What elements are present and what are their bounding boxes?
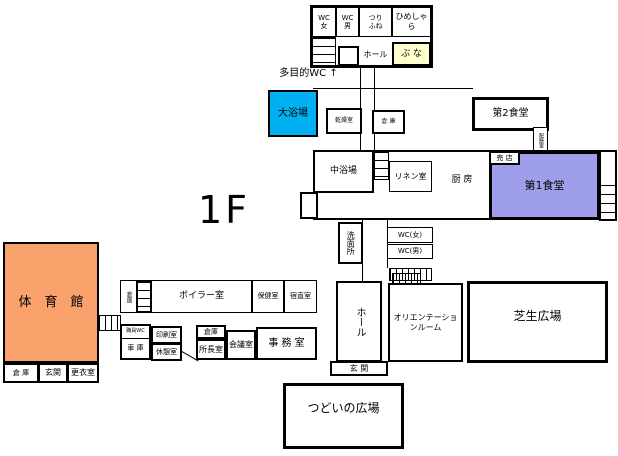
room-chubo: 厨 房 — [451, 174, 473, 185]
stairs-middle — [374, 151, 389, 180]
room-insatsu: 印刷室 — [151, 326, 182, 344]
room-wc-men: WC(男) — [387, 244, 433, 259]
cell-divider — [599, 212, 617, 213]
room-wc-male: WC 男 — [336, 7, 359, 37]
room-soko-corridor: 倉 庫 — [372, 110, 405, 134]
stairs-admin — [137, 281, 151, 312]
room-dai1-shokudo: 第1食堂 — [489, 151, 600, 220]
room-wc-women: WC(女) — [387, 227, 433, 243]
room-genkan-main: 玄 関 — [330, 361, 388, 376]
room-soko-small: 倉庫 — [196, 325, 226, 339]
room-wc-female: WC 女 — [312, 7, 336, 37]
room-shokuinwc-shako — [120, 324, 151, 360]
room-koishitsu: 更衣室 — [67, 363, 99, 383]
area-tsudoi: つどいの広場 — [283, 383, 404, 449]
room-genkan-gym: 玄関 — [38, 363, 68, 383]
cell-divider — [121, 338, 150, 339]
room-soko-vert: 倉庫 — [120, 280, 137, 313]
top-block-outline — [310, 5, 433, 68]
room-taiikukan: 体 育 館 — [3, 242, 99, 363]
corridor-wall — [313, 88, 473, 89]
label-tamokuteki-wc: 多目的WC ↑ — [279, 68, 338, 79]
room-boiler: ボイラー室 — [151, 280, 252, 313]
cell-divider — [599, 194, 617, 195]
room-himeshara: ひめしゃら — [392, 7, 431, 37]
room-shako: 車 庫 — [127, 344, 144, 353]
room-buna: ぶ な — [392, 42, 431, 66]
room-shokuin-wc: 職員WC — [126, 328, 145, 334]
room-soko-gym: 倉 庫 — [3, 363, 39, 383]
room-senmenjo: 洗面所 — [338, 222, 363, 264]
room-shukuchoku: 宿直室 — [284, 280, 317, 313]
stairs-top-block — [312, 37, 336, 66]
top-block-small-cell — [338, 46, 359, 66]
room-hall-upper: ホール — [363, 50, 388, 60]
room-baiten: 売 店 — [489, 151, 520, 165]
room-kaigi: 会議室 — [226, 330, 256, 360]
room-daiyokujo: 大浴場 — [268, 90, 318, 137]
cell-divider — [599, 185, 617, 186]
room-kyukei: 休憩室 — [151, 343, 182, 361]
room-jimu: 事 務 室 — [256, 327, 317, 360]
room-hoken: 保健室 — [252, 280, 284, 313]
room-dai2-shokudo: 第2食堂 — [472, 97, 549, 131]
area-shibafu: 芝生広場 — [467, 281, 608, 363]
middle-small-cell — [300, 192, 318, 219]
room-kansoshitsu: 乾燥室 — [326, 108, 362, 134]
gym-connector-bridge — [98, 315, 121, 331]
room-linen: リネン室 — [389, 161, 432, 192]
floor-label: 1F — [198, 188, 251, 232]
room-orientation: オリエンテーショ ンルーム — [388, 283, 463, 362]
cell-divider — [599, 203, 617, 204]
room-chuyokujo: 中浴場 — [313, 150, 374, 193]
room-shocho: 所長室 — [196, 339, 226, 360]
room-tsurifune: つり ふね — [359, 7, 392, 37]
room-hall-main: ホール — [336, 281, 382, 362]
